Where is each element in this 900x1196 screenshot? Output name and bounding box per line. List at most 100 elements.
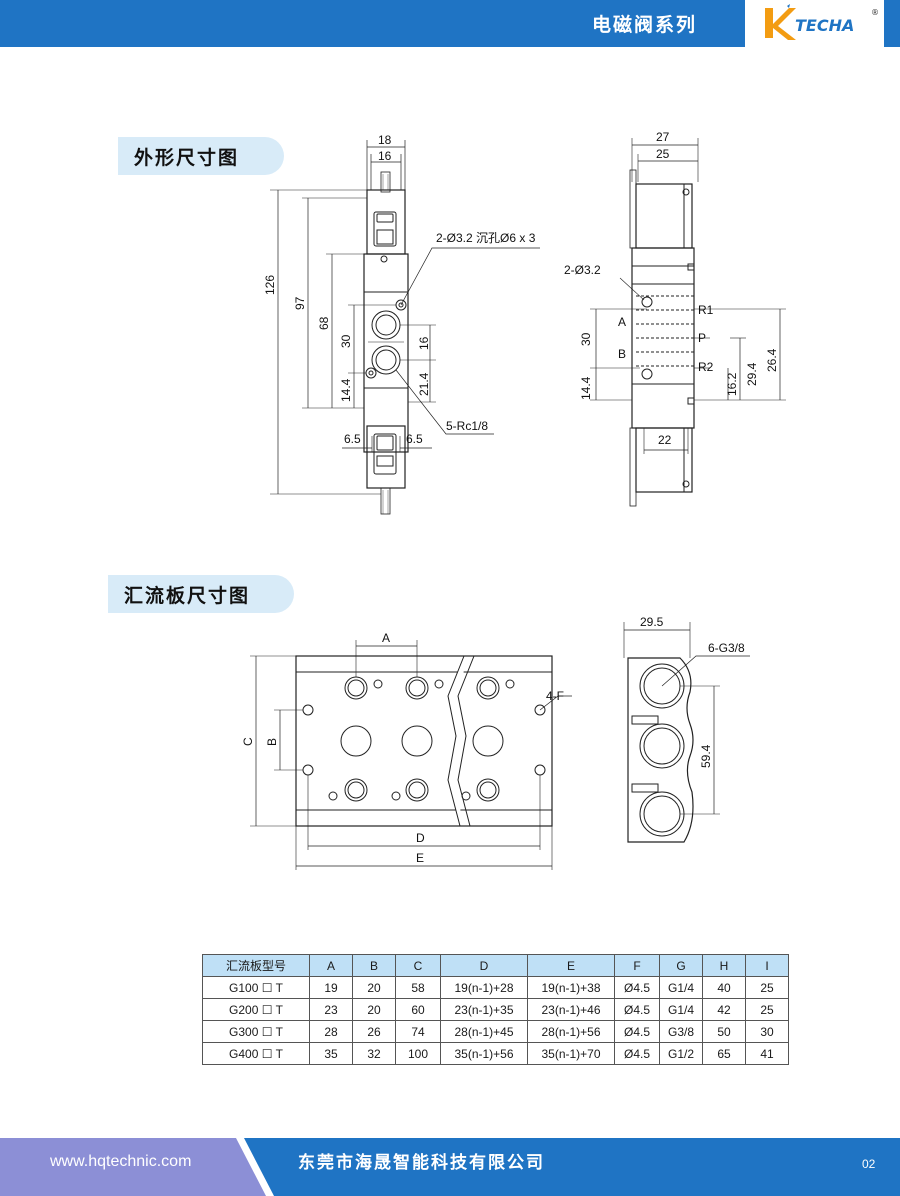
table-cell: Ø4.5 [614,1042,660,1065]
manifold-dim-c: C [241,737,255,746]
table-header-cell: H [702,954,746,977]
table-cell: 28(n-1)+56 [527,1020,615,1043]
table-cell: G200 ☐ T [202,998,310,1021]
manifold-dim-a: A [382,631,390,645]
valve-side-view-drawing: 27 25 2-Ø3.2 30 14.4 A B R1 P R2 16.2 29… [564,130,786,507]
dim-97: 97 [293,296,307,310]
table-cell: Ø4.5 [614,998,660,1021]
footer-url[interactable]: www.hqtechnic.com [49,1153,191,1170]
table-cell: G1/4 [659,998,703,1021]
dim-6-5-left: 6.5 [344,432,361,446]
manifold-side-dim-29-5: 29.5 [640,615,664,629]
table-cell: 19 [309,976,353,999]
side-port-p: P [698,331,706,345]
manifold-dim-d: D [416,831,425,845]
header-title: 电磁阀系列 [592,14,698,36]
dim-14-4: 14.4 [339,378,353,402]
brand-logo: TECHA ® [745,0,900,47]
section-title-outline-text: 外形尺寸图 [134,147,240,169]
manifold-side-drawing: 29.5 6-G3/8 59.4 [623,615,750,843]
table-header-cell: F [614,954,660,977]
side-port-r2: R2 [698,360,714,374]
table-cell: 65 [702,1042,746,1065]
table-cell: 60 [395,998,441,1021]
table-header-cell: I [745,954,789,977]
dim-30: 30 [339,334,353,348]
logo-text: TECHA [795,16,855,35]
table-cell: 74 [395,1020,441,1043]
dim-6-5-right: 6.5 [406,432,423,446]
table-cell: 23(n-1)+46 [527,998,615,1021]
footer-left-band [0,1138,270,1196]
table-cell: 40 [702,976,746,999]
table-cell: 41 [745,1042,789,1065]
table-header-cell: A [309,954,353,977]
side-dim-29-4: 29.4 [745,362,759,386]
logo-registered-mark: ® [871,8,879,17]
table-cell: 25 [745,998,789,1021]
table-cell: G400 ☐ T [202,1042,310,1065]
table-cell: 50 [702,1020,746,1043]
valve-front-view-drawing: 18 16 126 97 68 30 14.4 16 21.4 6.5 6.5 … [263,133,540,515]
table-cell: 32 [352,1042,396,1065]
section-title-manifold-text: 汇流板尺寸图 [124,585,251,607]
table-cell: 26 [352,1020,396,1043]
manifold-dim-b: B [265,738,279,746]
manifold-dim-f: 4-F [546,689,564,703]
side-dim-14-4: 14.4 [579,376,593,400]
footer-bar: www.hqtechnic.com 东莞市海晟智能科技有限公司 02 [0,1138,900,1196]
manifold-plate-drawing: A C B D E 4-F [241,631,572,870]
table-cell: G100 ☐ T [202,976,310,999]
footer-company: 东莞市海晟智能科技有限公司 [298,1152,545,1172]
table-cell: 23 [309,998,353,1021]
table-cell: G3/8 [659,1020,703,1043]
table-header-cell: E [527,954,615,977]
side-dim-25: 25 [656,147,670,161]
table-cell: 28(n-1)+45 [440,1020,528,1043]
hole-note: 2-Ø3.2 沉孔Ø6 x 3 [436,231,536,245]
dim-18: 18 [378,133,392,147]
table-cell: 28 [309,1020,353,1043]
logo-k-icon [765,4,796,40]
table-cell: 30 [745,1020,789,1043]
dim-68: 68 [317,316,331,330]
dim-21-4: 21.4 [417,372,431,396]
dim-16-vertical: 16 [417,336,431,350]
port-note: 5-Rc1/8 [446,419,488,433]
table-header-cell: G [659,954,703,977]
table-cell: 35(n-1)+56 [440,1042,528,1065]
table-cell: G1/2 [659,1042,703,1065]
table-cell: 35(n-1)+70 [527,1042,615,1065]
side-port-b: B [618,347,626,361]
side-port-r1: R1 [698,303,714,317]
section-title-outline: 外形尺寸图 [118,137,284,175]
header-side-bar [884,0,900,47]
table-header-cell: C [395,954,441,977]
table-header-cell: 汇流板型号 [202,954,310,977]
table-cell: 23(n-1)+35 [440,998,528,1021]
side-dim-26-4: 26.4 [765,348,779,372]
side-dim-30: 30 [579,332,593,346]
table-cell: G1/4 [659,976,703,999]
table-cell: 19(n-1)+28 [440,976,528,999]
manifold-side-thread: 6-G3/8 [708,641,745,655]
table-cell: 25 [745,976,789,999]
table-cell: Ø4.5 [614,1020,660,1043]
section-title-manifold: 汇流板尺寸图 [108,575,294,613]
side-dim-27: 27 [656,130,670,144]
table-cell: 35 [309,1042,353,1065]
table-cell: 20 [352,998,396,1021]
side-dim-22: 22 [658,433,672,447]
footer-right-band [240,1138,900,1196]
table-cell: 100 [395,1042,441,1065]
header-bar [0,0,760,47]
manifold-side-dim-59-4: 59.4 [699,744,713,768]
table-cell: 19(n-1)+38 [527,976,615,999]
dim-126: 126 [263,275,277,295]
